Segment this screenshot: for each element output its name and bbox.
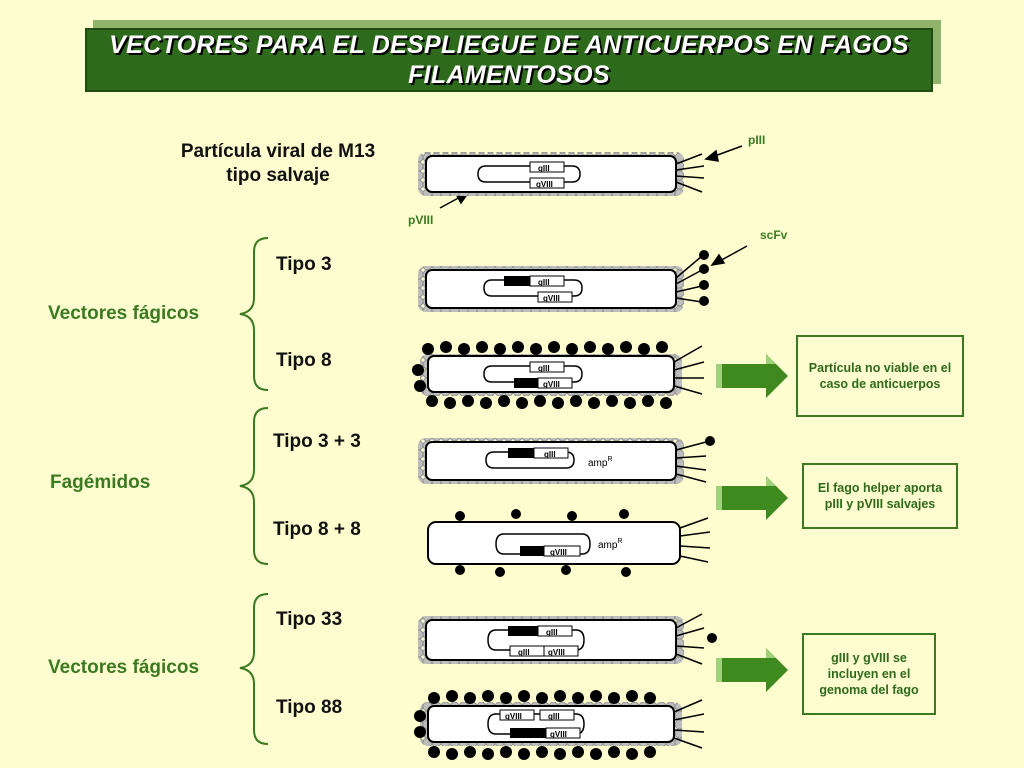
group-phage-vectors-2: Vectores fágicos [48,657,200,678]
scfv-dots-type-8 [412,341,672,409]
type-8-label: Tipo 8 [276,350,332,371]
gene-giii-t33-b: gIII [518,648,530,657]
gene-gviii-t8: gVIII [543,380,560,389]
phage-type-33 [418,613,717,665]
label-pviii: pVIII [408,213,434,227]
brace-group-2 [239,407,269,565]
group-phagemids: Fagémidos [50,472,151,493]
phage-type-3 [418,250,709,312]
slide-title: VECTORES PARA EL DESPLIEGUE DE ANTICUERP… [109,31,909,89]
title-banner: VECTORES PARA EL DESPLIEGUE DE ANTICUERP… [85,28,933,92]
brace-group-3 [239,593,269,745]
gene-giii-wt: gIII [538,164,550,173]
type-88-label: Tipo 88 [276,697,343,718]
gene-giii-t33plus: gIII [544,450,556,459]
brace-group-1 [239,237,269,391]
label-scfv: scFv [760,228,788,242]
phage-type-3-plus-3 [418,436,715,484]
gene-gviii-wt: gVIII [536,180,553,189]
note-helper: El fago helper aporta pIII y pVIII salva… [802,463,958,529]
phage-type-8 [412,341,705,409]
arrow-to-note-3 [716,648,788,692]
gene-giii-t8: gIII [538,364,550,373]
phage-type-88 [414,690,705,760]
gene-gviii-t88-a: gVIII [505,712,522,721]
arrow-to-note-1 [716,354,788,398]
gene-giii-t88: gIII [548,712,560,721]
note-nonviable: Partícula no viable en el caso de anticu… [796,335,964,417]
wildtype-label: Partícula viral de M13 tipo salvaje [180,141,376,186]
type-33-label: Tipo 33 [276,609,343,630]
gene-gviii-t88-b: gVIII [550,730,567,739]
phage-wildtype [418,152,705,196]
type-8-8-label: Tipo 8 + 8 [273,519,361,540]
phage-type-8-plus-8 [427,509,711,577]
gene-ampr-t88plus: ampR [598,538,623,551]
gene-giii-t3: gIII [538,278,550,287]
gene-giii-t33-a: gIII [546,628,558,637]
scfv-dots-type-88 [414,690,656,760]
arrow-to-note-2 [716,476,788,520]
type-3-3-label: Tipo 3 + 3 [273,431,361,452]
group-phage-vectors-1: Vectores fágicos [48,303,200,324]
gene-ampr-t33plus: ampR [588,456,613,469]
gene-gviii-t33: gVIII [548,648,565,657]
note-genome: gIII y gVIII se incluyen en el genoma de… [802,633,936,715]
gene-gviii-t3: gVIII [543,294,560,303]
type-3-label: Tipo 3 [276,254,332,275]
label-piii: pIII [748,133,766,147]
gene-gviii-t88plus: gVIII [550,548,567,557]
